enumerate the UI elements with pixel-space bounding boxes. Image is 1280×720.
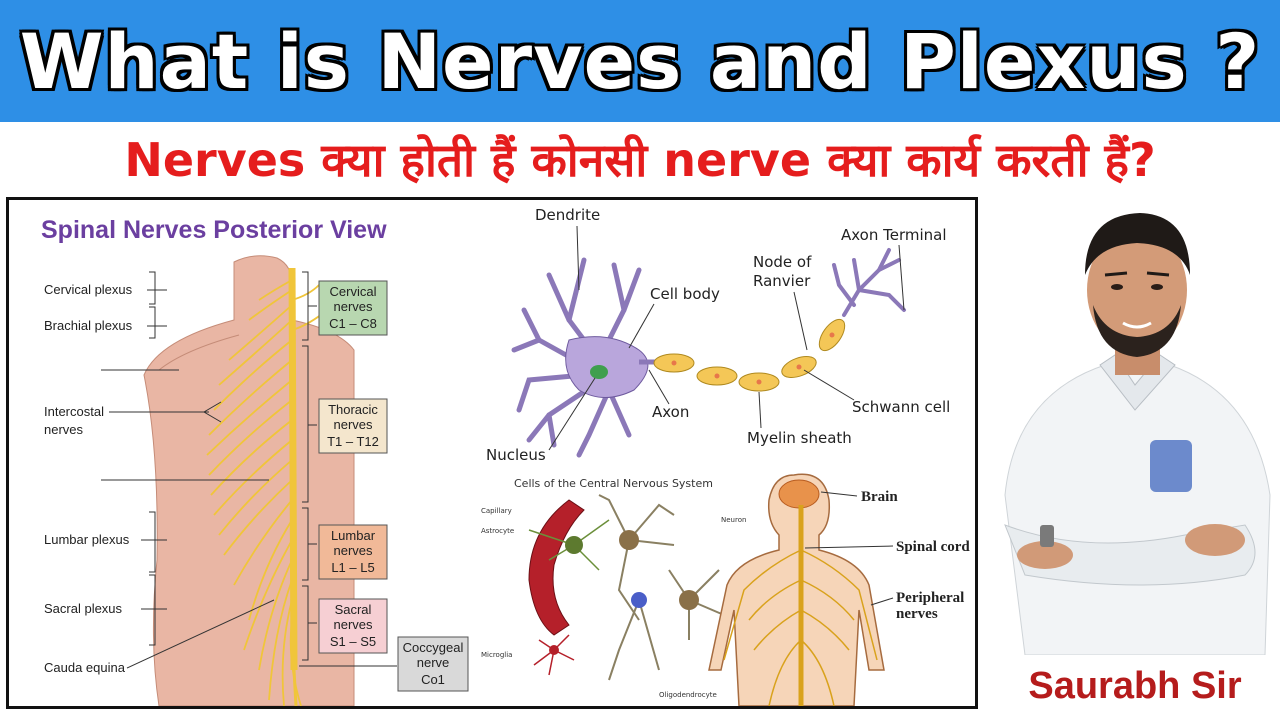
label-brachial-plexus: Brachial plexus xyxy=(44,318,133,333)
label-node-of: Node of xyxy=(753,253,812,271)
label-astrocyte: Astrocyte xyxy=(481,527,514,535)
label-peripheral: Peripheral xyxy=(896,590,964,606)
label-peripheral-nerves: nerves xyxy=(896,606,938,622)
label-nucleus: Nucleus xyxy=(486,446,546,464)
label-schwann-cell: Schwann cell xyxy=(852,398,950,416)
box-lumbar-l3: L1 – L5 xyxy=(331,560,374,575)
label-axon-terminal: Axon Terminal xyxy=(841,226,947,244)
box-coccygeal-nerve xyxy=(397,636,469,692)
label-neuron: Neuron xyxy=(721,516,746,524)
neuron-illustration xyxy=(511,248,906,458)
box-cervical-l3: C1 – C8 xyxy=(329,316,377,331)
box-coccygeal-l2: nerve xyxy=(417,655,450,670)
box-cervical-l1: Cervical xyxy=(330,284,377,299)
label-ranvier: Ranvier xyxy=(753,272,811,290)
spinal-cord xyxy=(288,267,298,671)
label-lumbar-plexus: Lumbar plexus xyxy=(44,532,130,547)
box-cervical-l2: nerves xyxy=(333,299,373,314)
presenter-name: Saurabh Sir xyxy=(1028,665,1242,707)
box-coccygeal-l1: Coccygeal xyxy=(403,640,464,655)
box-cervical-nerves xyxy=(318,280,388,336)
box-thoracic-l3: T1 – T12 xyxy=(327,434,379,449)
label-cauda-equina: Cauda equina xyxy=(44,660,126,675)
box-sacral-l1: Sacral xyxy=(335,602,372,617)
spinal-heading: Spinal Nerves Posterior View xyxy=(41,216,387,244)
label-myelin-sheath: Myelin sheath xyxy=(747,429,852,447)
box-sacral-nerves xyxy=(318,598,388,654)
label-intercostal: Intercostal xyxy=(44,404,104,419)
subtitle: Nerves क्या होती हैं कोनसी nerve क्या का… xyxy=(124,133,1156,187)
label-spinal-cord: Spinal cord xyxy=(896,539,970,555)
box-thoracic-l2: nerves xyxy=(333,417,373,432)
label-capillary: Capillary xyxy=(481,507,512,515)
box-lumbar-l2: nerves xyxy=(333,543,373,558)
label-cervical-plexus: Cervical plexus xyxy=(44,282,133,297)
box-thoracic-l1: Thoracic xyxy=(328,402,378,417)
box-sacral-l3: S1 – S5 xyxy=(330,634,376,649)
presenter-photo xyxy=(985,195,1280,655)
box-coccygeal-l3: Co1 xyxy=(421,672,445,687)
box-lumbar-nerves xyxy=(318,524,388,580)
cns-illustration xyxy=(528,494,725,681)
diagram-canvas: Spinal Nerves Posterior View Cervical pl… xyxy=(41,206,970,706)
label-intercostal-nerves: nerves xyxy=(44,422,84,437)
box-sacral-l2: nerves xyxy=(333,617,373,632)
label-microglia: Microglia xyxy=(481,651,512,659)
page-title: What is Nerves and Plexus ? xyxy=(19,16,1261,106)
box-thoracic-nerves xyxy=(318,398,388,454)
label-oligodendrocyte: Oligodendrocyte xyxy=(659,691,717,699)
cns-heading: Cells of the Central Nervous System xyxy=(514,477,713,490)
label-sacral-plexus: Sacral plexus xyxy=(44,601,123,616)
label-axon: Axon xyxy=(652,403,689,421)
label-cell-body: Cell body xyxy=(650,285,720,303)
neuron-nucleus xyxy=(590,365,608,379)
box-lumbar-l1: Lumbar xyxy=(331,528,376,543)
label-brain: Brain xyxy=(861,489,898,505)
diagram-panel: Spinal Nerves Posterior View Cervical pl… xyxy=(6,197,978,709)
label-dendrite: Dendrite xyxy=(535,206,600,224)
back-silhouette xyxy=(143,255,355,706)
title-banner: What is Nerves and Plexus ? xyxy=(0,0,1280,122)
body-illustration xyxy=(708,473,885,706)
